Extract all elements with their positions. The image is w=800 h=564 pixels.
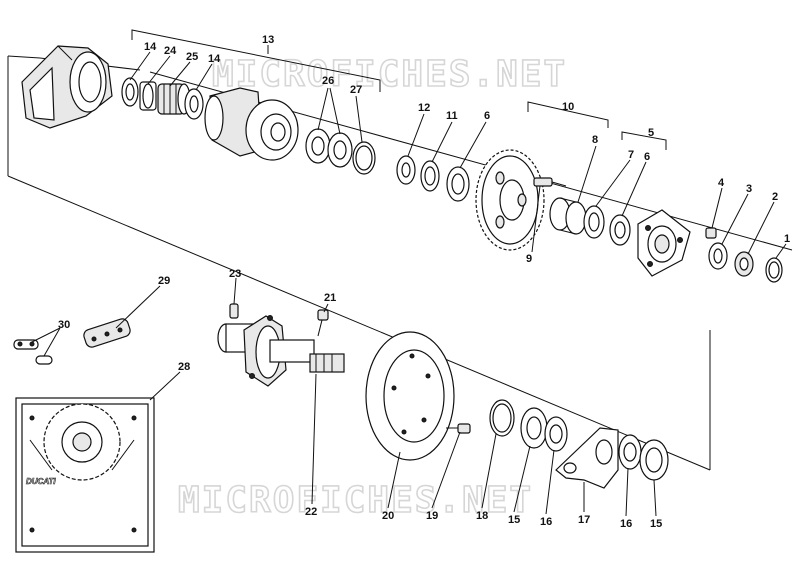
- callout-30: 30: [58, 319, 70, 331]
- bearing-14-right: [184, 88, 204, 120]
- spacer-8: [549, 197, 587, 235]
- circlip-18: [489, 399, 515, 437]
- callout-labels: 13 14 24 25 14 26 27 12 11 6 10 8 7 6 5 …: [58, 34, 790, 530]
- callout-19: 19: [426, 510, 438, 522]
- bolt-4: [705, 227, 717, 239]
- sprocket-carrier-13: [204, 87, 299, 161]
- flange-5: [637, 209, 691, 277]
- bearings-26: [305, 128, 353, 168]
- callout-27: 27: [350, 84, 362, 96]
- washer-12: [396, 155, 416, 185]
- callout-20: 20: [382, 510, 394, 522]
- bearing-14-left: [121, 77, 139, 107]
- seal-16-right: [618, 434, 642, 470]
- callout-6-right: 6: [644, 151, 650, 163]
- callout-14-left: 14: [144, 41, 157, 53]
- clip-1: [765, 257, 783, 283]
- stud-9: [533, 177, 567, 187]
- group-brackets: [131, 29, 667, 150]
- watermark-top: MICROFICHES.NET: [212, 54, 567, 95]
- callout-21: 21: [324, 292, 336, 304]
- callout-10: 10: [562, 101, 574, 113]
- hub-housing: [21, 45, 113, 129]
- circlip-27: [352, 141, 376, 175]
- callout-11: 11: [446, 110, 458, 122]
- callout-6-left: 6: [484, 110, 490, 122]
- callout-24: 24: [164, 45, 177, 57]
- callout-1: 1: [784, 233, 790, 245]
- callout-3: 3: [746, 183, 752, 195]
- callout-14-right: 14: [208, 53, 221, 65]
- callout-8: 8: [592, 134, 598, 146]
- screw-21: [317, 309, 329, 337]
- sleeve-24: [139, 81, 157, 111]
- callout-23: 23: [229, 268, 241, 280]
- bearing-15-right: [639, 439, 669, 481]
- rear-sprocket-10: [475, 149, 545, 251]
- callout-15-right: 15: [650, 518, 662, 530]
- callout-13: 13: [262, 34, 274, 46]
- callout-29: 29: [158, 275, 170, 287]
- washer-6-right: [609, 214, 631, 246]
- callout-26: 26: [322, 75, 334, 87]
- washer-6-left: [446, 166, 470, 202]
- needle-bearing-25: [157, 83, 191, 115]
- callout-9: 9: [526, 253, 532, 265]
- callout-28: 28: [178, 361, 190, 373]
- seal-16-left: [544, 416, 568, 452]
- callout-2: 2: [772, 191, 778, 203]
- callout-22: 22: [305, 506, 317, 518]
- sprocket-cover-28: DUCATI: [15, 397, 155, 553]
- bolt-19: [446, 423, 471, 434]
- hub-flange-22: [217, 315, 345, 387]
- callout-16-left: 16: [540, 516, 552, 528]
- washer-3: [708, 242, 728, 270]
- spacer-7: [583, 205, 605, 239]
- watermark-bottom: MICROFICHES.NET: [178, 480, 533, 521]
- callout-18: 18: [476, 510, 488, 522]
- callout-4: 4: [718, 177, 725, 189]
- callout-15-left: 15: [508, 514, 520, 526]
- callout-12: 12: [418, 102, 430, 114]
- decal-text: DUCATI: [26, 477, 56, 486]
- callout-5: 5: [648, 127, 654, 139]
- callout-16-right: 16: [620, 518, 632, 530]
- washer-11: [420, 160, 440, 192]
- brake-disc-20: [365, 331, 455, 461]
- bearing-15-left: [520, 407, 548, 449]
- callout-17: 17: [578, 514, 590, 526]
- chain-29: [83, 318, 131, 348]
- callout-25: 25: [186, 51, 198, 63]
- nut-2: [734, 251, 754, 277]
- callout-7: 7: [628, 149, 634, 161]
- grease-nipple-23: [229, 303, 239, 319]
- caliper-bracket-17: [555, 427, 619, 489]
- leader-lines: [31, 51, 787, 517]
